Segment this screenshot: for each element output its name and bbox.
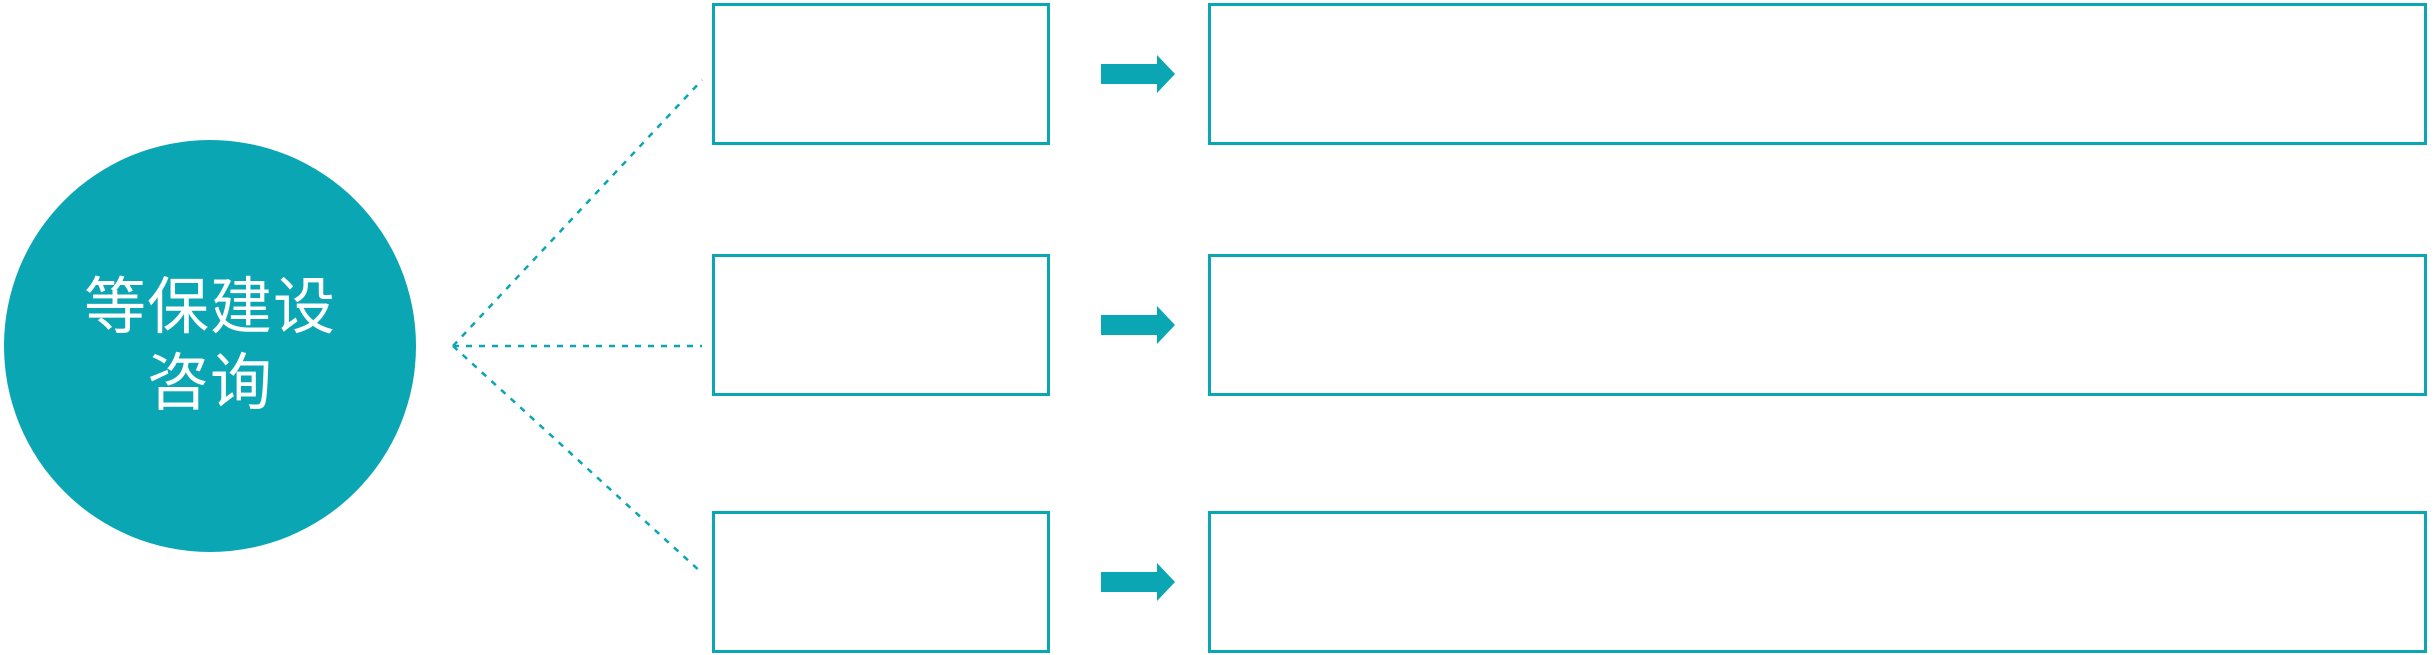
arrow-right-icon <box>1101 306 1175 344</box>
description-box-2-label <box>1211 257 2424 393</box>
description-box-1 <box>1208 3 2427 145</box>
category-box-1-label <box>715 6 1047 142</box>
connector-line-top <box>452 79 703 347</box>
description-box-3-label <box>1211 514 2424 650</box>
description-box-3 <box>1208 511 2427 653</box>
category-box-1 <box>712 3 1050 145</box>
hub-circle: 等保建设 咨询 <box>4 140 416 552</box>
description-box-2 <box>1208 254 2427 396</box>
connector-line-bottom <box>452 345 703 574</box>
category-box-3 <box>712 511 1050 653</box>
hub-label-line2: 咨询 <box>146 349 273 418</box>
hub-label-line1: 等保建设 <box>83 273 336 343</box>
category-box-2-label <box>715 257 1047 393</box>
arrow-right-icon <box>1101 563 1175 601</box>
category-box-3-label <box>715 514 1047 650</box>
arrow-right-icon <box>1101 55 1175 93</box>
category-box-2 <box>712 254 1050 396</box>
description-box-1-label <box>1211 6 2424 142</box>
